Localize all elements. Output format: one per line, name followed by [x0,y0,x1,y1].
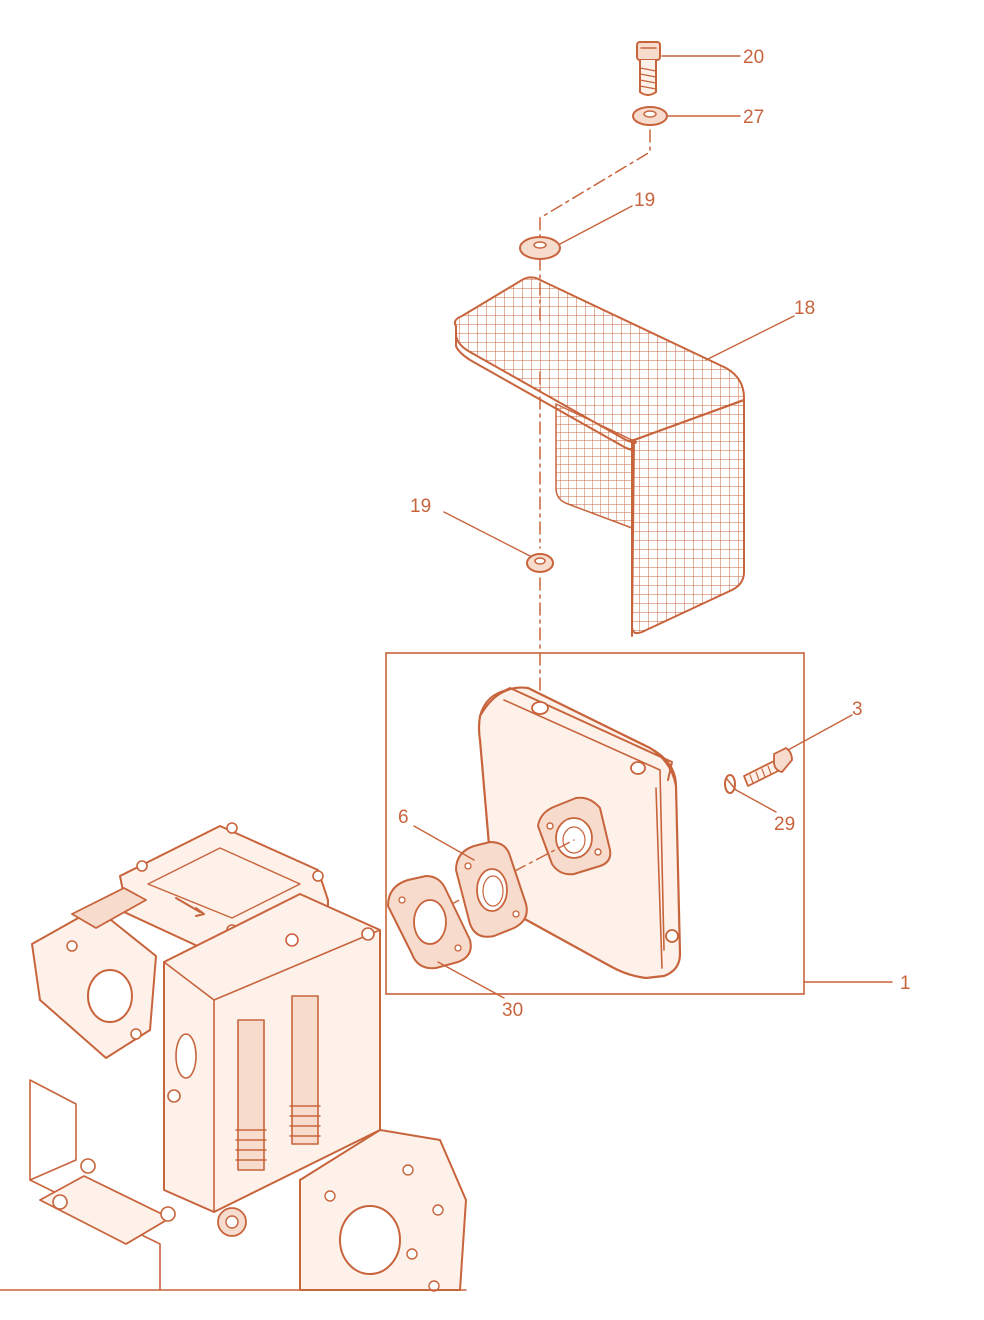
washer-icon [526,553,554,573]
callout-27: 27 [743,107,764,128]
callout-3: 3 [852,699,863,720]
callout-18: 18 [794,298,815,319]
engine-block-icon [0,822,467,1292]
leader-lines [413,55,893,999]
mesh-heat-shield-icon [453,276,745,637]
callout-19-lower: 19 [410,496,431,517]
washer-icon [724,774,737,794]
gasket-icon [387,875,472,970]
callout-6: 6 [398,807,409,828]
gasket-icon [455,841,528,938]
callout-19-top: 19 [634,190,655,211]
callout-29: 29 [774,814,795,835]
callout-20: 20 [743,47,764,68]
washer-icon [632,106,668,126]
bolt-icon [636,41,661,96]
callout-1: 1 [900,973,911,994]
washer-icon [519,236,561,260]
assembly-group-frame [385,652,805,995]
muffler-icon [477,686,682,980]
callout-30: 30 [502,1000,523,1021]
bolt-icon [743,747,793,787]
